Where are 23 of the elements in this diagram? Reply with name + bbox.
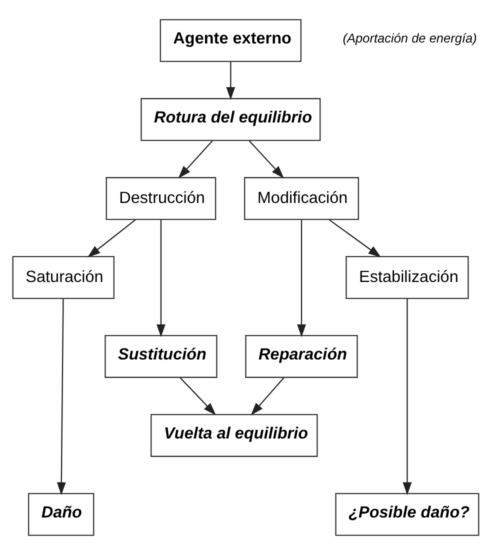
arrow <box>226 62 236 100</box>
node-box: Saturación <box>12 256 115 299</box>
arrow <box>402 298 412 496</box>
node-box: Estabilización <box>346 256 469 299</box>
node-box: ¿Posible daño? <box>335 492 480 536</box>
arrow <box>178 140 213 178</box>
node-box: Sustitución <box>104 335 218 378</box>
arrow <box>328 219 382 258</box>
node-box: Agente externo <box>160 19 302 62</box>
arrow <box>250 377 284 416</box>
arrow <box>248 140 284 178</box>
node-label: (Aportación de energía) <box>342 30 477 46</box>
arrow <box>180 377 216 416</box>
node-box: Reparación <box>245 335 358 378</box>
node-box: Daño <box>28 492 94 536</box>
node-box: Rotura del equilibrio <box>140 98 321 142</box>
node-box: Vuelta al equilibrio <box>150 414 318 457</box>
arrow <box>56 298 66 496</box>
node-box: Modificación <box>244 177 360 220</box>
node-box: Destrucción <box>106 177 216 220</box>
arrow <box>156 220 166 338</box>
arrow <box>297 220 306 338</box>
arrow <box>88 219 136 258</box>
